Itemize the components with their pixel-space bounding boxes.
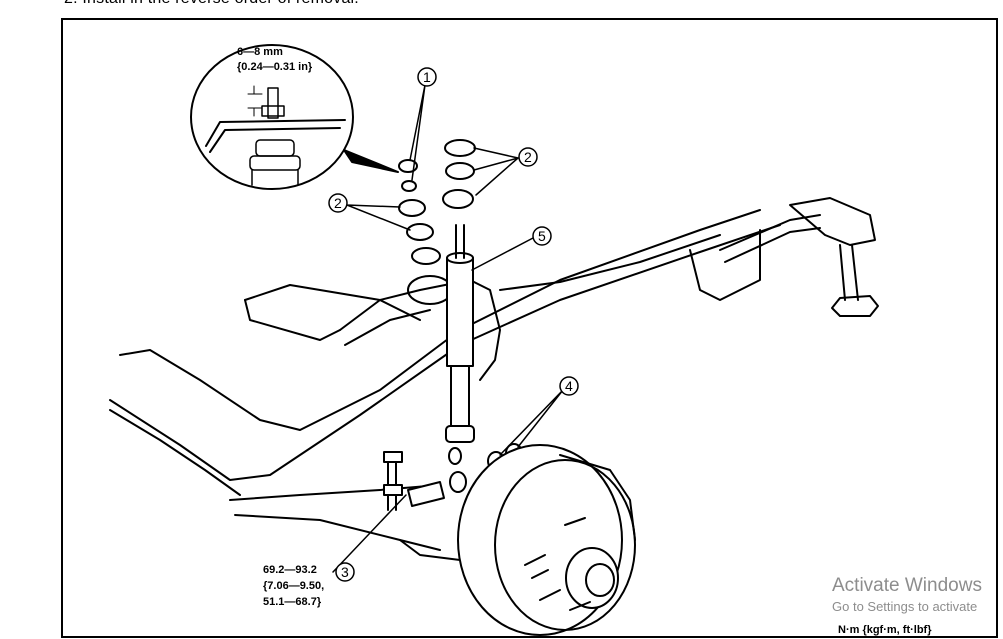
figure-border [61, 18, 998, 638]
callout-5: 5 [538, 228, 546, 244]
callout-3: 3 [341, 564, 349, 580]
callout-2-right: 2 [524, 149, 532, 165]
detail-inset [190, 44, 354, 190]
callout-leaders [332, 84, 564, 573]
torque-line-3: 51.1—68.7} [263, 596, 322, 608]
windows-activation-watermark: Activate Windows Go to Settings to activ… [832, 575, 982, 617]
mount-parts [398, 139, 476, 265]
callout-circles [328, 67, 579, 582]
watermark-title: Activate Windows [832, 575, 982, 596]
callout-4: 4 [565, 378, 573, 394]
callout-1: 1 [423, 69, 431, 85]
chassis-frame [109, 209, 781, 496]
inset-leader [343, 149, 399, 173]
stabilizer-bar [719, 197, 879, 317]
step-instruction: 2. Install in the reverse order of remov… [64, 0, 359, 8]
callout-2-left: 2 [334, 195, 342, 211]
shock-absorber [445, 224, 475, 443]
torque-line-1: 69.2—93.2 [263, 564, 317, 576]
detail-dimension-mm: 6—8 mm [237, 46, 283, 58]
detail-dimension-in: {0.24—0.31 in} [237, 61, 313, 73]
torque-units-label: N·m {kgf·m, ft·lbf} [838, 624, 932, 636]
watermark-subtitle: Go to Settings to activate [832, 599, 978, 614]
lower-arm [229, 484, 461, 561]
brake-disc [457, 444, 636, 636]
torque-line-2: {7.06—9.50, [263, 580, 325, 592]
upper-arm [339, 275, 501, 381]
stabilizer-link [383, 451, 403, 511]
